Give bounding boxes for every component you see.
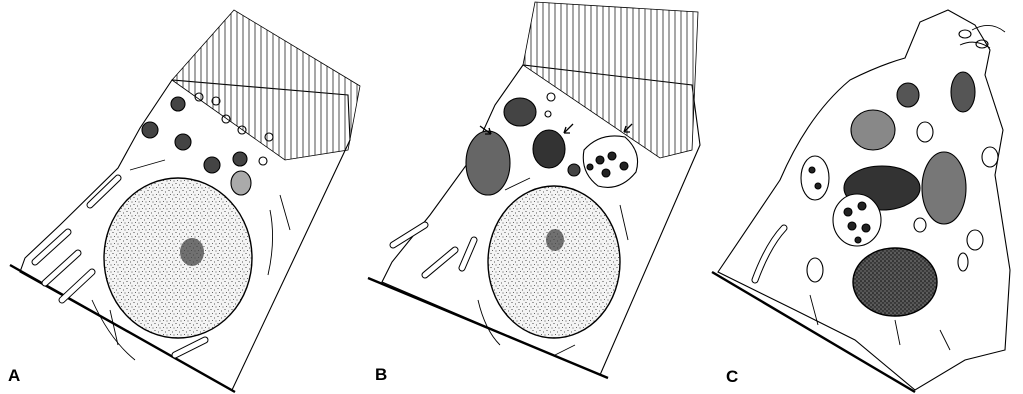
dense-granule-b [568, 164, 580, 176]
panel-label-c: C [726, 368, 738, 385]
dense-granule-a [204, 157, 220, 173]
autophagic-vacuole-c [897, 83, 919, 107]
nucleus-a [104, 178, 252, 338]
dense-granule-a [142, 122, 158, 138]
dense-granule-a [175, 134, 191, 150]
panel-b [368, 2, 700, 378]
nucleolus-a [180, 238, 204, 266]
panel-c [712, 10, 1010, 392]
panel-label-a: A [8, 367, 20, 384]
nucleus-b [488, 186, 620, 338]
dense-granule-a [171, 97, 185, 111]
autophagic-vacuole-c [951, 72, 975, 112]
autophagic-vacuole-b [466, 131, 510, 195]
panel-label-b: B [375, 366, 387, 383]
panel-a [10, 10, 360, 392]
mitochondrion-a [231, 171, 251, 195]
autophagic-vacuole-c [851, 110, 895, 150]
vacuole-c [801, 156, 829, 200]
nucleolus-b [546, 229, 564, 251]
pyknotic-nucleus-c [853, 248, 937, 316]
dense-granule-a [233, 152, 247, 166]
autophagic-vacuole-c [922, 152, 966, 224]
autophagic-vacuole-b [533, 130, 565, 168]
autophagic-vacuole-b [504, 98, 536, 126]
